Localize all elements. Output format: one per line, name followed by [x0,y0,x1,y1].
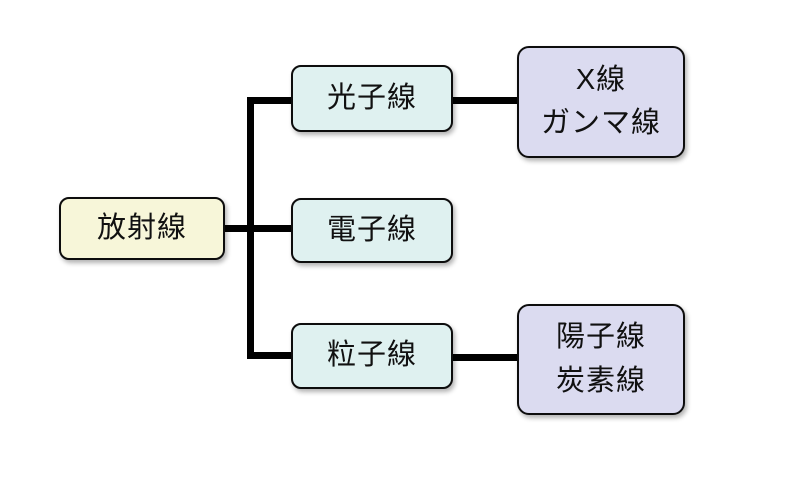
node-proton-label: 陽子線 [555,321,646,353]
edge-trunk-vertical [247,97,254,359]
node-xray-label: X線 [575,63,627,96]
node-radiation-label: 放射線 [96,211,187,244]
node-particle-beam: 粒子線 [291,323,453,389]
node-photon-beam: 光子線 [291,65,453,132]
node-electron-beam-label: 電子線 [326,213,417,246]
node-gamma-label: ガンマ線 [540,107,661,139]
node-photon-beam-label: 光子線 [326,81,417,114]
edge-trunk-to-photon [252,97,293,104]
edge-trunk-to-particle [252,352,293,359]
edge-photon-to-xray [451,97,519,104]
node-xray-gamma: X線 ガンマ線 [517,46,685,158]
node-electron-beam: 電子線 [291,198,453,263]
node-carbon-label: 炭素線 [555,364,646,397]
node-proton-carbon: 陽子線 炭素線 [517,304,685,415]
node-radiation: 放射線 [59,197,225,260]
edge-root-to-trunk [223,225,293,232]
node-particle-beam-label: 粒子線 [326,339,417,372]
edge-particle-to-proton [451,354,519,361]
